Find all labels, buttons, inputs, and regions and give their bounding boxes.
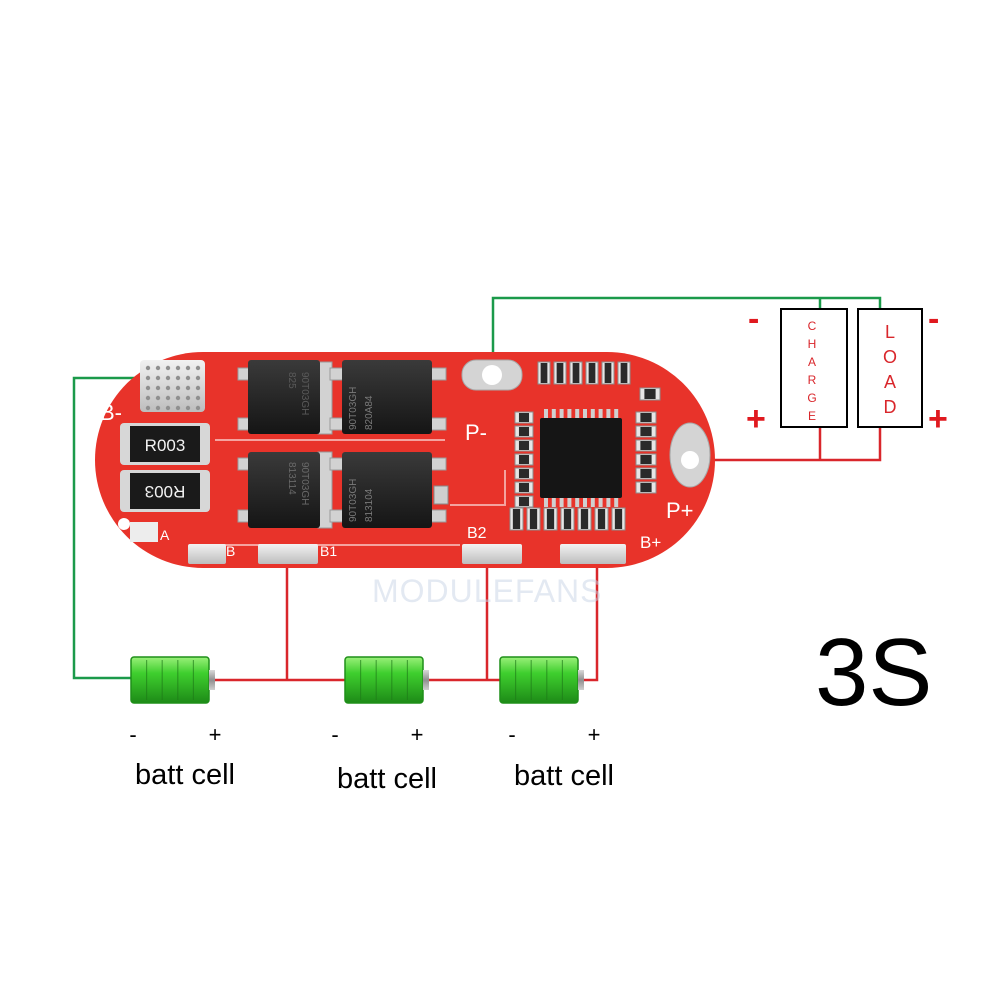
protection-ic [540, 409, 622, 507]
mosfet-4: 90T03GH 813104 [342, 452, 432, 528]
config-label: 3S [815, 619, 932, 726]
sense-resistor-1: R003 [120, 423, 210, 465]
watermark: MODULEFANS [372, 573, 602, 609]
red-wire-p-plus [690, 426, 882, 462]
mosfet-1-line2: 825 [286, 372, 297, 389]
charge-letter: G [807, 391, 816, 405]
load-letter: A [884, 372, 896, 392]
battery-cell: - + batt cell [499, 656, 614, 792]
charge-letter: R [808, 373, 817, 387]
smd-components [509, 361, 661, 531]
green-wire-b-minus [72, 376, 140, 680]
cell-label: batt cell [514, 760, 614, 792]
mosfet-3-line1: 90T03GH [299, 462, 310, 505]
mosfet-3-line2: 813114 [286, 462, 297, 495]
mosfet-3: 90T03GH 813114 [248, 452, 320, 528]
load-letter: O [883, 347, 897, 367]
pad-b1 [258, 544, 318, 564]
battery-cell: - + batt cell [129, 656, 235, 791]
label-b2: B2 [467, 525, 487, 542]
cell-minus-label: - [331, 722, 338, 747]
label-p-minus: P- [465, 420, 487, 445]
resistor-1-label: R003 [145, 436, 186, 455]
p-plus-terminal [669, 422, 711, 488]
smd-capacitor [433, 485, 449, 505]
sense-resistor-2: R003 [120, 470, 210, 512]
charge-plus-sign: + [746, 400, 766, 438]
pad-b-plus [560, 544, 626, 564]
load-plus-sign: + [928, 400, 948, 438]
load-letter: D [884, 397, 897, 417]
pad-b2 [462, 544, 522, 564]
cell-plus-label: + [588, 722, 601, 747]
charge-letter: C [808, 319, 817, 333]
load-minus-sign: - [928, 300, 939, 338]
mosfet-2-line1: 90T03GH [348, 387, 359, 430]
resistor-2-label: R003 [145, 482, 186, 501]
battery-cell: - + batt cell [331, 656, 437, 795]
charge-letter: A [808, 355, 816, 369]
charge-minus-sign: - [748, 300, 759, 338]
red-wires-cells [212, 548, 599, 682]
edge-pads [188, 544, 626, 564]
load-letter: L [885, 322, 895, 342]
bms-pcb-board: R003 R003 90T03GH 825 [95, 352, 715, 568]
mosfet-2-line2: 820A84 [364, 395, 375, 430]
mosfet-2: 90T03GH 820A84 [342, 360, 432, 434]
cell-minus-label: - [129, 722, 136, 747]
green-wire-p-minus [491, 296, 882, 372]
cell-plus-label: + [209, 722, 222, 747]
cell-minus-label: - [508, 722, 515, 747]
pad-b [188, 544, 226, 564]
b-minus-pad [140, 360, 205, 412]
polarity-markers: - + - + [746, 300, 948, 438]
mosfet-4-line1: 90T03GH [348, 479, 359, 522]
label-b: B [226, 543, 235, 559]
label-b-plus: B+ [640, 533, 661, 552]
charge-letter: E [808, 409, 816, 423]
mosfet-4-line2: 813104 [364, 488, 375, 522]
label-b1: B1 [320, 543, 337, 559]
cell-plus-label: + [411, 722, 424, 747]
cell-label: batt cell [135, 759, 235, 791]
mount-dot [118, 518, 130, 530]
pad-a [130, 522, 158, 542]
mosfet-1: 90T03GH 825 [248, 360, 320, 434]
label-p-plus: P+ [666, 498, 694, 523]
charge-letter: H [808, 337, 817, 351]
label-a: A [160, 527, 170, 543]
cell-label: batt cell [337, 763, 437, 795]
mosfet-1-line1: 90T03GH [299, 372, 310, 415]
p-minus-terminal [461, 359, 523, 391]
label-b-minus: B- [100, 400, 122, 425]
